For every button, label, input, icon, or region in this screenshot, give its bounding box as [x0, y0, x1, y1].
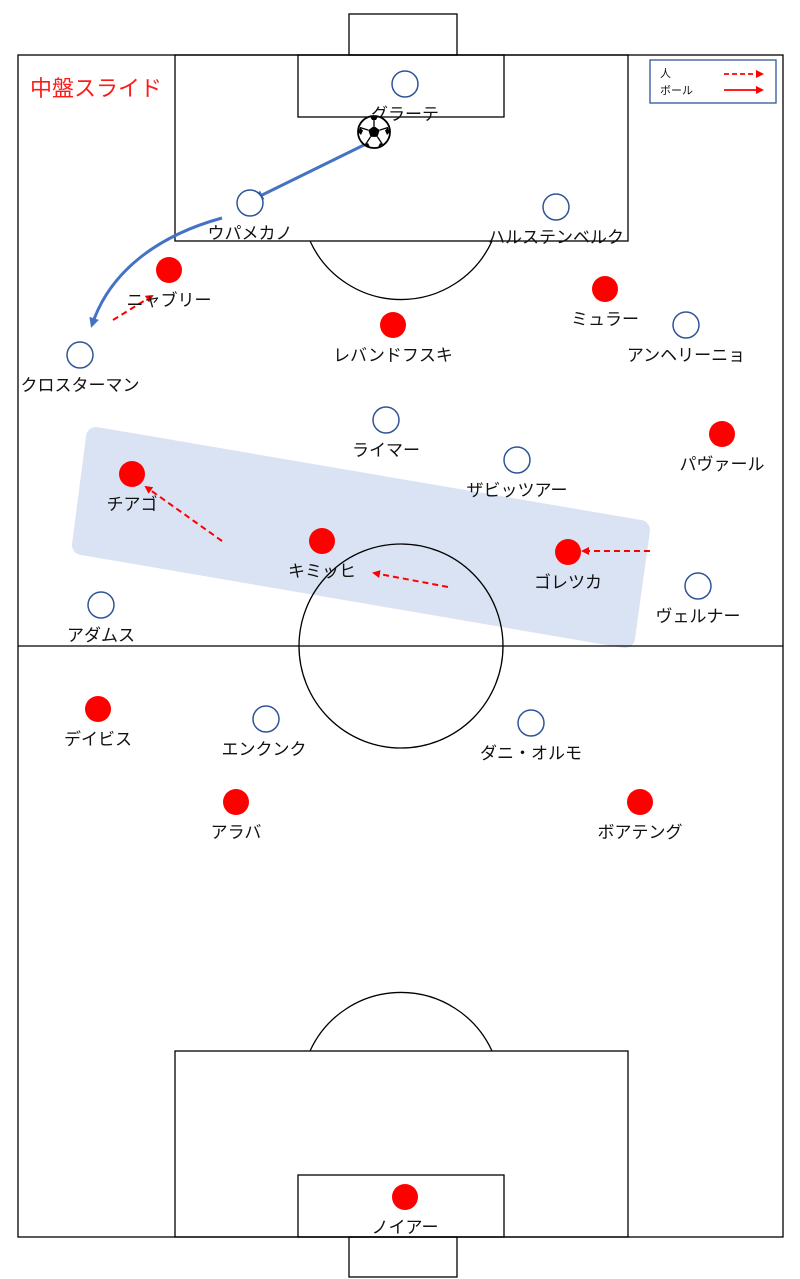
player-marker: アダムス: [67, 591, 135, 646]
player-name: アダムス: [67, 626, 135, 646]
player-name: グラーテ: [371, 105, 439, 125]
player-name: ライマー: [352, 441, 420, 461]
diagram-title: 中盤スライド: [30, 77, 162, 102]
player-name: クロスターマン: [21, 376, 140, 396]
player-marker: アラバ: [211, 789, 262, 843]
player-marker: クロスターマン: [21, 341, 140, 396]
player-name: ミュラー: [571, 310, 639, 330]
player-marker: デイビス: [64, 696, 132, 750]
player-name: アンヘリーニョ: [627, 346, 745, 366]
player-name: デイビス: [64, 729, 132, 750]
player-name: アラバ: [211, 823, 262, 843]
player-marker: グラーテ: [371, 70, 439, 125]
player-name: ダニ・オルモ: [480, 744, 582, 764]
ball-pass-arrow: [253, 141, 369, 200]
player-marker: ニャブリー: [127, 257, 212, 311]
player-marker: ノイアー: [372, 1184, 439, 1238]
midfield-slide-highlight: [72, 427, 650, 648]
player-name: チアゴ: [107, 494, 158, 515]
player-name: キミッヒ: [288, 562, 356, 582]
player-marker: キミッヒ: [288, 528, 356, 582]
player-name: ノイアー: [372, 1218, 439, 1238]
player-marker: ハルステンベルク: [488, 193, 624, 248]
player-marker: ライマー: [352, 406, 420, 461]
player-name: レバンドフスキ: [333, 346, 453, 366]
player-marker: ダニ・オルモ: [480, 709, 582, 764]
player-marker: ゴレツカ: [534, 539, 602, 593]
player-marker: パヴァール: [680, 421, 765, 475]
player-name: パヴァール: [680, 455, 765, 475]
person-move-arrow: [144, 485, 223, 542]
player-name: ウパメカノ: [208, 224, 293, 244]
player-marker: アンヘリーニョ: [627, 311, 745, 366]
player-marker: ミュラー: [571, 276, 639, 330]
player-name: ザビッツアー: [467, 481, 568, 501]
person-move-arrow: [372, 570, 449, 588]
ball-path-arrows: [89, 141, 369, 328]
ball-pass-arrow: [89, 216, 223, 328]
player-marker: チアゴ: [107, 461, 158, 515]
pitch-lines: [17, 13, 784, 1278]
player-marker: レバンドフスキ: [333, 312, 453, 366]
legend: 人 ボール: [649, 59, 777, 104]
player-marker: ヴェルナー: [656, 572, 741, 627]
legend-person-label: 人: [660, 67, 671, 80]
player-name: ゴレツカ: [534, 572, 602, 593]
player-marker: ボアテング: [598, 789, 683, 843]
player-name: ボアテング: [598, 823, 683, 843]
person-move-arrows: [112, 294, 650, 588]
player-name: ヴェルナー: [656, 607, 741, 627]
player-name: ニャブリー: [127, 290, 212, 311]
soccer-ball-icon: [357, 115, 391, 149]
person-move-arrow: [112, 294, 154, 321]
player-name: ハルステンベルク: [488, 228, 624, 248]
legend-ball-label: ボール: [660, 84, 693, 97]
player-marker: ウパメカノ: [208, 189, 293, 244]
player-marker: エンクンク: [222, 705, 307, 760]
team-red-players: ニャブリー レバンドフスキ ミュラー パヴァール チアゴ キミッヒ ゴレツカ デ…: [64, 257, 765, 1238]
team-white-players: グラーテ ウパメカノ ハルステンベルク アンヘリーニョ クロスターマン ライマー…: [21, 70, 745, 764]
player-name: エンクンク: [222, 740, 307, 760]
player-marker: ザビッツアー: [467, 446, 568, 501]
